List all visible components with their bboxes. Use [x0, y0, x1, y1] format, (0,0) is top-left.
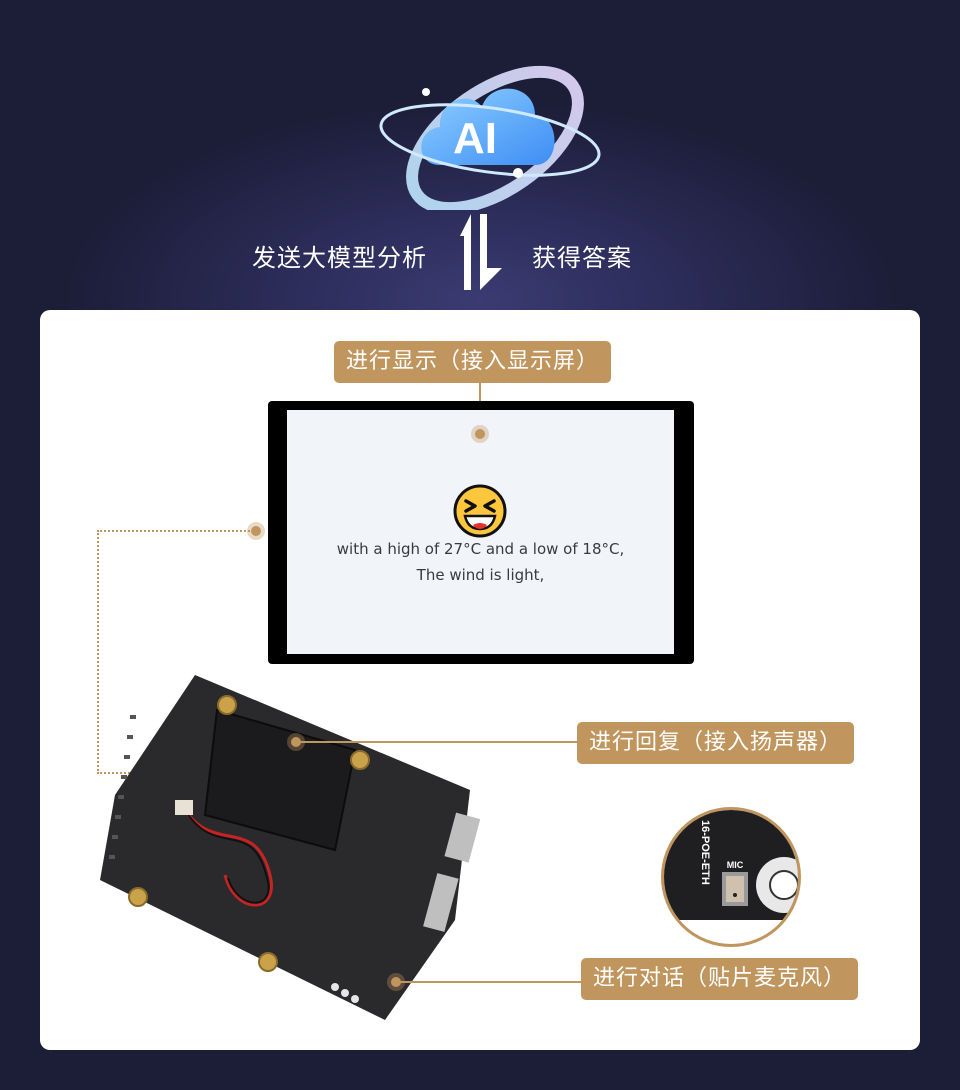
display-callout-tag: 进行显示（接入显示屏）: [334, 341, 612, 383]
screen-side-dot: [247, 522, 265, 540]
mic-anchor-dot: [387, 973, 405, 991]
flow-send-label: 发送大模型分析: [252, 244, 427, 272]
mic-closeup-image: MIC 16-POE-ETH: [664, 810, 798, 920]
speaker-anchor-dot: [287, 733, 305, 751]
screen-text-line-2: The wind is light,: [416, 566, 545, 584]
screen-text-line-1: with a high of 27°C and a low of 18°C,: [336, 540, 625, 558]
svg-text:16-POE-ETH: 16-POE-ETH: [699, 820, 711, 885]
dialog-callout-tag: 进行对话（贴片麦克风）: [581, 958, 859, 1000]
laughing-face-icon: [453, 484, 507, 538]
speaker-connector-line: [300, 741, 578, 743]
svg-text:AI: AI: [453, 114, 497, 163]
bidirectional-arrows-icon: [460, 214, 502, 290]
mic-connector-line: [400, 981, 582, 983]
mic-detail-magnifier: MIC 16-POE-ETH: [661, 807, 801, 947]
flow-receive-label: 获得答案: [532, 244, 632, 272]
display-screen: with a high of 27°C and a low of 18°C, T…: [268, 401, 694, 664]
screen-content: with a high of 27°C and a low of 18°C, T…: [287, 410, 674, 654]
pcb-board-image: [100, 675, 481, 1020]
display-anchor-dot: [471, 425, 489, 443]
ai-cloud-logo-icon: AI: [379, 65, 601, 210]
reply-callout-tag: 进行回复（接入扬声器）: [577, 722, 855, 764]
svg-text:MIC: MIC: [727, 860, 744, 870]
